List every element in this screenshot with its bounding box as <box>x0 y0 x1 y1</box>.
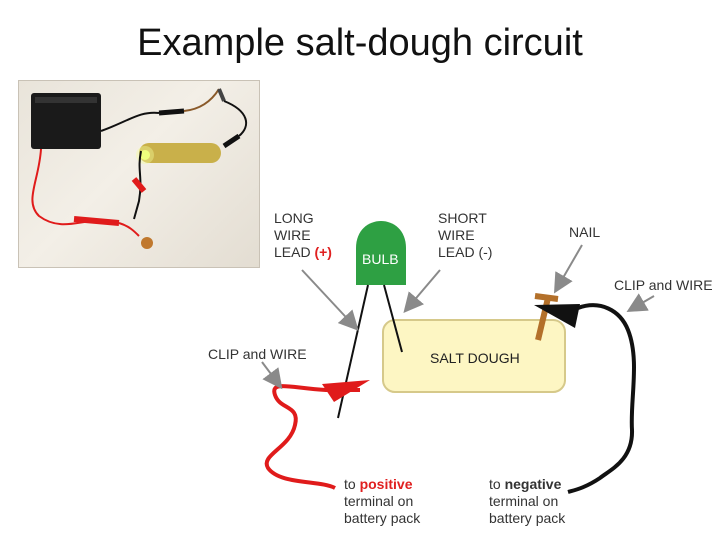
negative-prefix: to <box>489 476 505 492</box>
positive-line-2: terminal on <box>344 493 414 509</box>
arrow-long-wire <box>301 269 359 331</box>
salt-dough-block <box>382 319 566 393</box>
negative-line-1: to negative <box>489 476 565 493</box>
circuit-photo <box>18 80 260 268</box>
short-wire-line-1: SHORT <box>438 210 487 226</box>
arrow-nail <box>553 244 583 294</box>
positive-wire <box>264 384 360 490</box>
short-wire-line-2: WIRE <box>438 227 475 243</box>
salt-dough-label: SALT DOUGH <box>430 350 520 366</box>
positive-sign: (+) <box>314 244 332 260</box>
positive-line-3: battery pack <box>344 510 421 526</box>
long-wire-line-1: LONG <box>274 210 314 226</box>
negative-wire <box>567 303 636 494</box>
arrow-short-wire <box>403 269 441 314</box>
bulb-shape <box>356 221 406 285</box>
positive-prefix: to <box>344 476 360 492</box>
long-wire-line-2: WIRE <box>274 227 311 243</box>
red-clip <box>322 380 370 402</box>
negative-line-3: battery pack <box>489 510 566 526</box>
positive-word: positive <box>359 476 413 492</box>
short-wire-line-3: LEAD (-) <box>438 244 493 260</box>
short-wire-label: SHORT WIRE LEAD (-) <box>438 210 492 261</box>
positive-terminal-label: to positive terminal on battery pack <box>344 476 420 527</box>
arrow-clip-right <box>626 293 655 313</box>
positive-line-1: to positive <box>344 476 420 493</box>
black-clip <box>534 304 580 328</box>
long-wire-lead-text: LEAD <box>274 244 311 260</box>
long-wire-lead <box>337 284 369 419</box>
long-wire-label: LONG WIRE LEAD (+) <box>274 210 332 261</box>
negative-word: negative <box>504 476 562 492</box>
nail-label: NAIL <box>569 224 601 240</box>
clip-wire-left-label: CLIP and WIRE <box>208 346 307 362</box>
arrow-clip-left <box>261 361 283 390</box>
long-wire-line-3: LEAD (+) <box>274 244 332 261</box>
negative-terminal-label: to negative terminal on battery pack <box>489 476 565 527</box>
bulb-label: BULB <box>362 251 399 267</box>
clip-wire-right-label: CLIP and WIRE <box>614 277 713 293</box>
nail-head <box>534 293 559 302</box>
negative-line-2: terminal on <box>489 493 559 509</box>
slide-title: Example salt-dough circuit <box>137 22 583 64</box>
short-wire-lead <box>383 284 403 353</box>
